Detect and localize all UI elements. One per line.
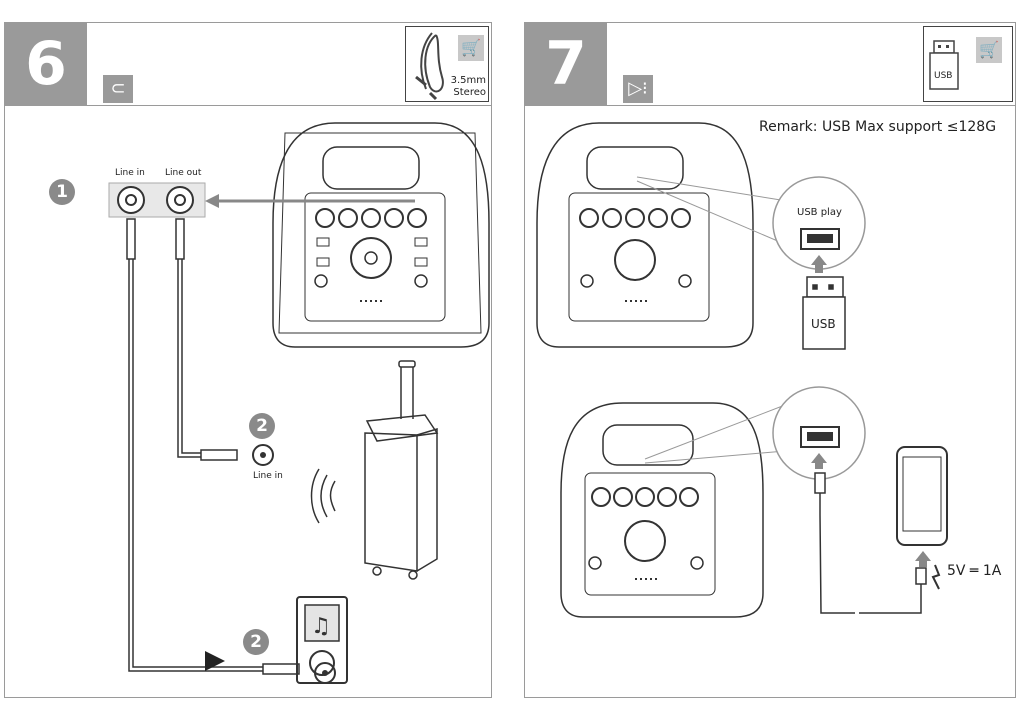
- party-speaker-charging: [560, 402, 764, 618]
- cart-icon: 🛒: [458, 35, 484, 61]
- phone-icon: [896, 446, 948, 546]
- accessory-cable-box: 🛒 3.5mm Stereo: [405, 26, 489, 102]
- step-7-panel: 7 ▷⁝ 🛒 USB Remark: USB Max support ≤128G: [524, 22, 1016, 698]
- line-in-label: Line in: [115, 168, 145, 178]
- party-speaker-usb-play: [536, 122, 754, 348]
- speaker-line-in-label: Line in: [253, 471, 283, 481]
- step-6-header: 6 ⊂ 🛒 3.5mm Stereo: [5, 23, 491, 106]
- usb-play-label: USB play: [797, 207, 842, 218]
- line-out-label: Line out: [165, 168, 202, 178]
- coiled-cable-icon: [415, 32, 444, 101]
- step-number: 6: [5, 23, 87, 105]
- step-badge-1: 1: [49, 179, 75, 205]
- step-badge-2-speaker: 2: [249, 413, 275, 439]
- usb-capacity-remark: Remark: USB Max support ≤128G: [759, 119, 997, 135]
- arrow-head: [205, 194, 219, 208]
- step-7-diagram: [536, 122, 948, 618]
- power-spec-label: 5V ═ 1A: [947, 563, 1002, 579]
- usb-drive-icon: [929, 40, 959, 90]
- player-jack: [314, 662, 336, 684]
- step-badge-2-player: 2: [243, 629, 269, 655]
- step-6-diagram: ♫: [108, 122, 490, 684]
- usb-box-label: USB: [934, 71, 953, 81]
- usb-charging-cable: [814, 472, 927, 614]
- music-player: [296, 596, 348, 684]
- trolley-speaker: [364, 360, 439, 580]
- party-speaker-front: [272, 122, 490, 348]
- lightning-icon: [931, 564, 941, 590]
- cable-spec-line2: Stereo: [453, 87, 486, 98]
- audio-cables: [126, 218, 300, 675]
- music-note-icon: ♫: [311, 614, 331, 639]
- accessory-usb-box: 🛒 USB: [923, 26, 1013, 102]
- cable-spec-line1: 3.5mm: [450, 75, 486, 86]
- usb-play-icon: ▷⁝: [623, 75, 653, 103]
- step-6-panel: 6 ⊂ 🛒 3.5mm Stereo: [4, 22, 492, 698]
- line-in-port: [117, 186, 145, 214]
- usb-drive-label: USB: [811, 317, 836, 331]
- play-icon: [205, 651, 225, 671]
- cable-icon: ⊂: [103, 75, 133, 103]
- step-number: 7: [525, 23, 607, 105]
- cart-icon: 🛒: [976, 37, 1002, 63]
- step-7-header: 7 ▷⁝ 🛒 USB: [525, 23, 1015, 106]
- usb-drive: [802, 276, 846, 350]
- line-out-port: [166, 186, 194, 214]
- sound-waves-icon: [310, 468, 336, 524]
- speaker-line-in-jack: [252, 444, 274, 466]
